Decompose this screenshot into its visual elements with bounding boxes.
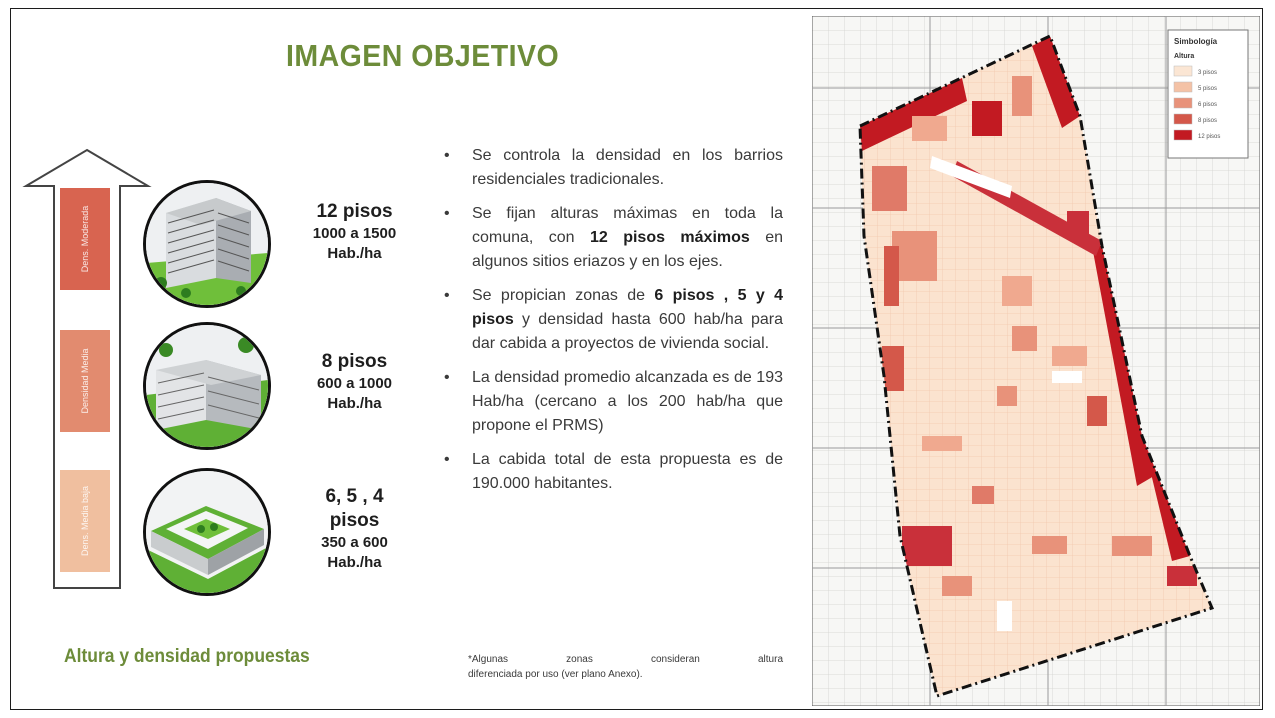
- bullet-item: Se controla la densidad en los barrios r…: [440, 144, 783, 192]
- level-unit: Hab./ha: [327, 554, 382, 571]
- level-density: 350 a 600: [321, 534, 388, 551]
- bullet-list: Se controla la densidad en los barrios r…: [440, 144, 783, 506]
- level-floors-suffix: pisos: [329, 510, 380, 531]
- svg-text:Altura: Altura: [1174, 53, 1194, 60]
- level-floors: 12 pisos: [316, 201, 393, 222]
- section-subtitle: Altura y densidad propuestas: [64, 646, 310, 667]
- level-unit: Hab./ha: [327, 245, 382, 262]
- svg-text:Simbología: Simbología: [1174, 37, 1218, 46]
- bullet-item: Se fijan alturas máximas en toda la comu…: [440, 202, 783, 274]
- level-density: 600 a 1000: [316, 375, 393, 392]
- level-density: 1000 a 1500: [312, 225, 397, 242]
- svg-text:8 pisos: 8 pisos: [1198, 118, 1217, 124]
- building-6-5-4-floors-image: [143, 468, 271, 596]
- density-band-low: Dens. Media baja: [60, 470, 110, 572]
- tower-12-floors-image: [143, 180, 271, 308]
- building-8-floors-image: [143, 322, 271, 450]
- level-6-5-4-floors: 6, 5 , 4 pisos 350 a 600 Hab./ha: [282, 485, 427, 573]
- bullet-item: La densidad promedio alcanzada es de 193…: [440, 366, 783, 438]
- bullet-item: Se propician zonas de 6 pisos , 5 y 4 pi…: [440, 284, 783, 356]
- level-12-floors: 12 pisos 1000 a 1500 Hab./ha: [282, 200, 427, 264]
- height-zoning-map: Simbología Altura 3 pisos 5 pisos 6 piso…: [812, 16, 1260, 706]
- slide-frame: [10, 8, 1263, 710]
- density-band-high: Dens. Moderada: [60, 188, 110, 290]
- bullet-item: La cabida total de esta propuesta es de …: [440, 448, 783, 496]
- svg-text:3 pisos: 3 pisos: [1198, 70, 1217, 76]
- footnote: *Algunas zonas consideran altura diferen…: [468, 654, 783, 680]
- svg-text:12 pisos: 12 pisos: [1198, 134, 1220, 140]
- density-band-medium: Densidad Media: [60, 330, 110, 432]
- commune-boundary: [858, 33, 1215, 698]
- map-legend: Simbología Altura 3 pisos 5 pisos 6 piso…: [1167, 29, 1249, 159]
- svg-text:5 pisos: 5 pisos: [1198, 86, 1217, 92]
- level-floors: 6, 5 , 4: [325, 486, 384, 507]
- level-floors: 8 pisos: [321, 351, 388, 372]
- level-unit: Hab./ha: [327, 395, 382, 412]
- level-8-floors: 8 pisos 600 a 1000 Hab./ha: [282, 350, 427, 414]
- svg-text:6 pisos: 6 pisos: [1198, 102, 1217, 108]
- page-title: IMAGEN OBJETIVO: [286, 38, 560, 73]
